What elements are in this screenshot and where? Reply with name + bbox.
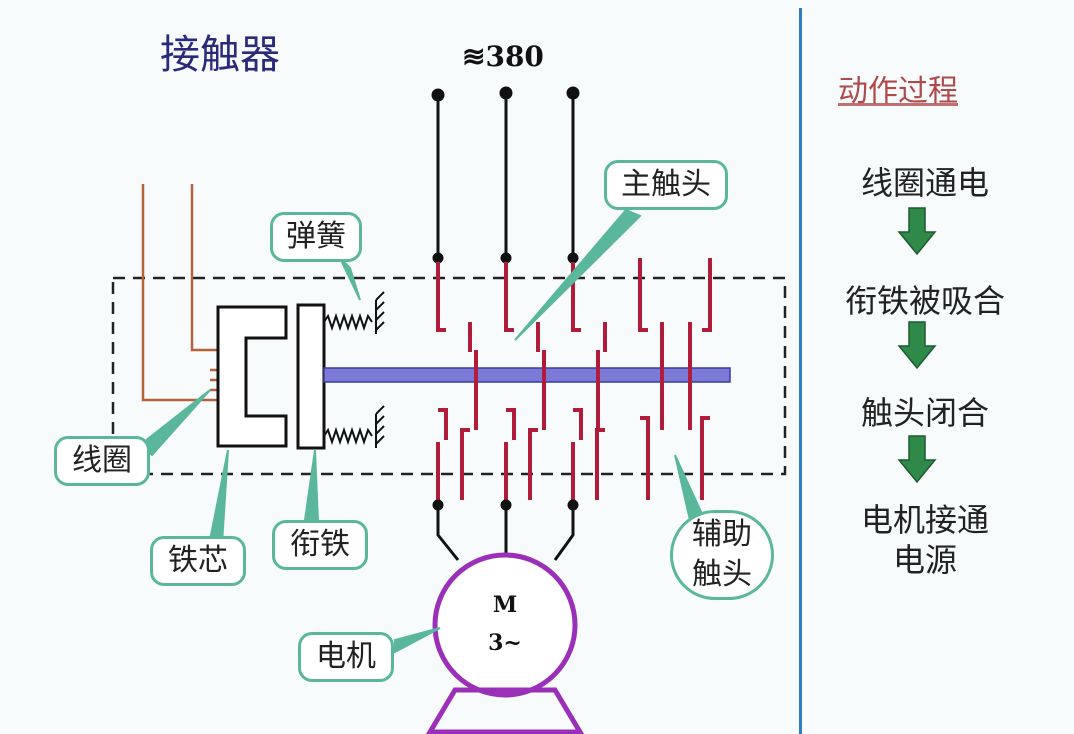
process-step-2: 衔铁被吸合	[844, 282, 1005, 320]
motor-base	[425, 687, 585, 734]
panel-divider	[799, 8, 802, 734]
spring-top	[323, 291, 385, 334]
motor-symbol-m: M	[492, 592, 518, 618]
down-arrow-icon	[897, 321, 937, 370]
callout-motor: 电机	[298, 632, 394, 682]
process-step-3: 触头闭合	[860, 394, 989, 432]
callout-coil: 线圈	[54, 436, 150, 486]
motor-symbol-phase: 3~	[488, 630, 522, 656]
process-arrows	[897, 207, 937, 484]
down-arrow-icon	[897, 207, 937, 256]
callout-spring: 弹簧	[270, 212, 362, 262]
push-bar	[323, 367, 731, 383]
main-contacts	[436, 262, 607, 500]
callout-armature: 衔铁	[272, 520, 368, 570]
callout-iron-core: 铁芯	[150, 536, 246, 586]
armature	[296, 303, 326, 450]
voltage-label: ≋380	[462, 40, 544, 73]
contactor-enclosure	[111, 276, 787, 476]
callout-main-contact: 主触头	[604, 160, 728, 210]
spring-bottom	[323, 405, 385, 448]
diagram-title: 接触器	[160, 32, 280, 78]
process-step-1: 线圈通电	[860, 164, 989, 202]
process-title: 动作过程	[838, 74, 958, 109]
iron-core	[216, 305, 288, 448]
aux-contacts	[638, 258, 712, 500]
motor-body	[432, 552, 578, 698]
supply-lines	[431, 86, 580, 264]
motor-leads	[432, 499, 579, 561]
callout-aux-contact: 辅助 触头	[670, 510, 774, 600]
process-step-4: 电机接通 电源	[860, 501, 989, 579]
down-arrow-icon	[897, 435, 937, 484]
